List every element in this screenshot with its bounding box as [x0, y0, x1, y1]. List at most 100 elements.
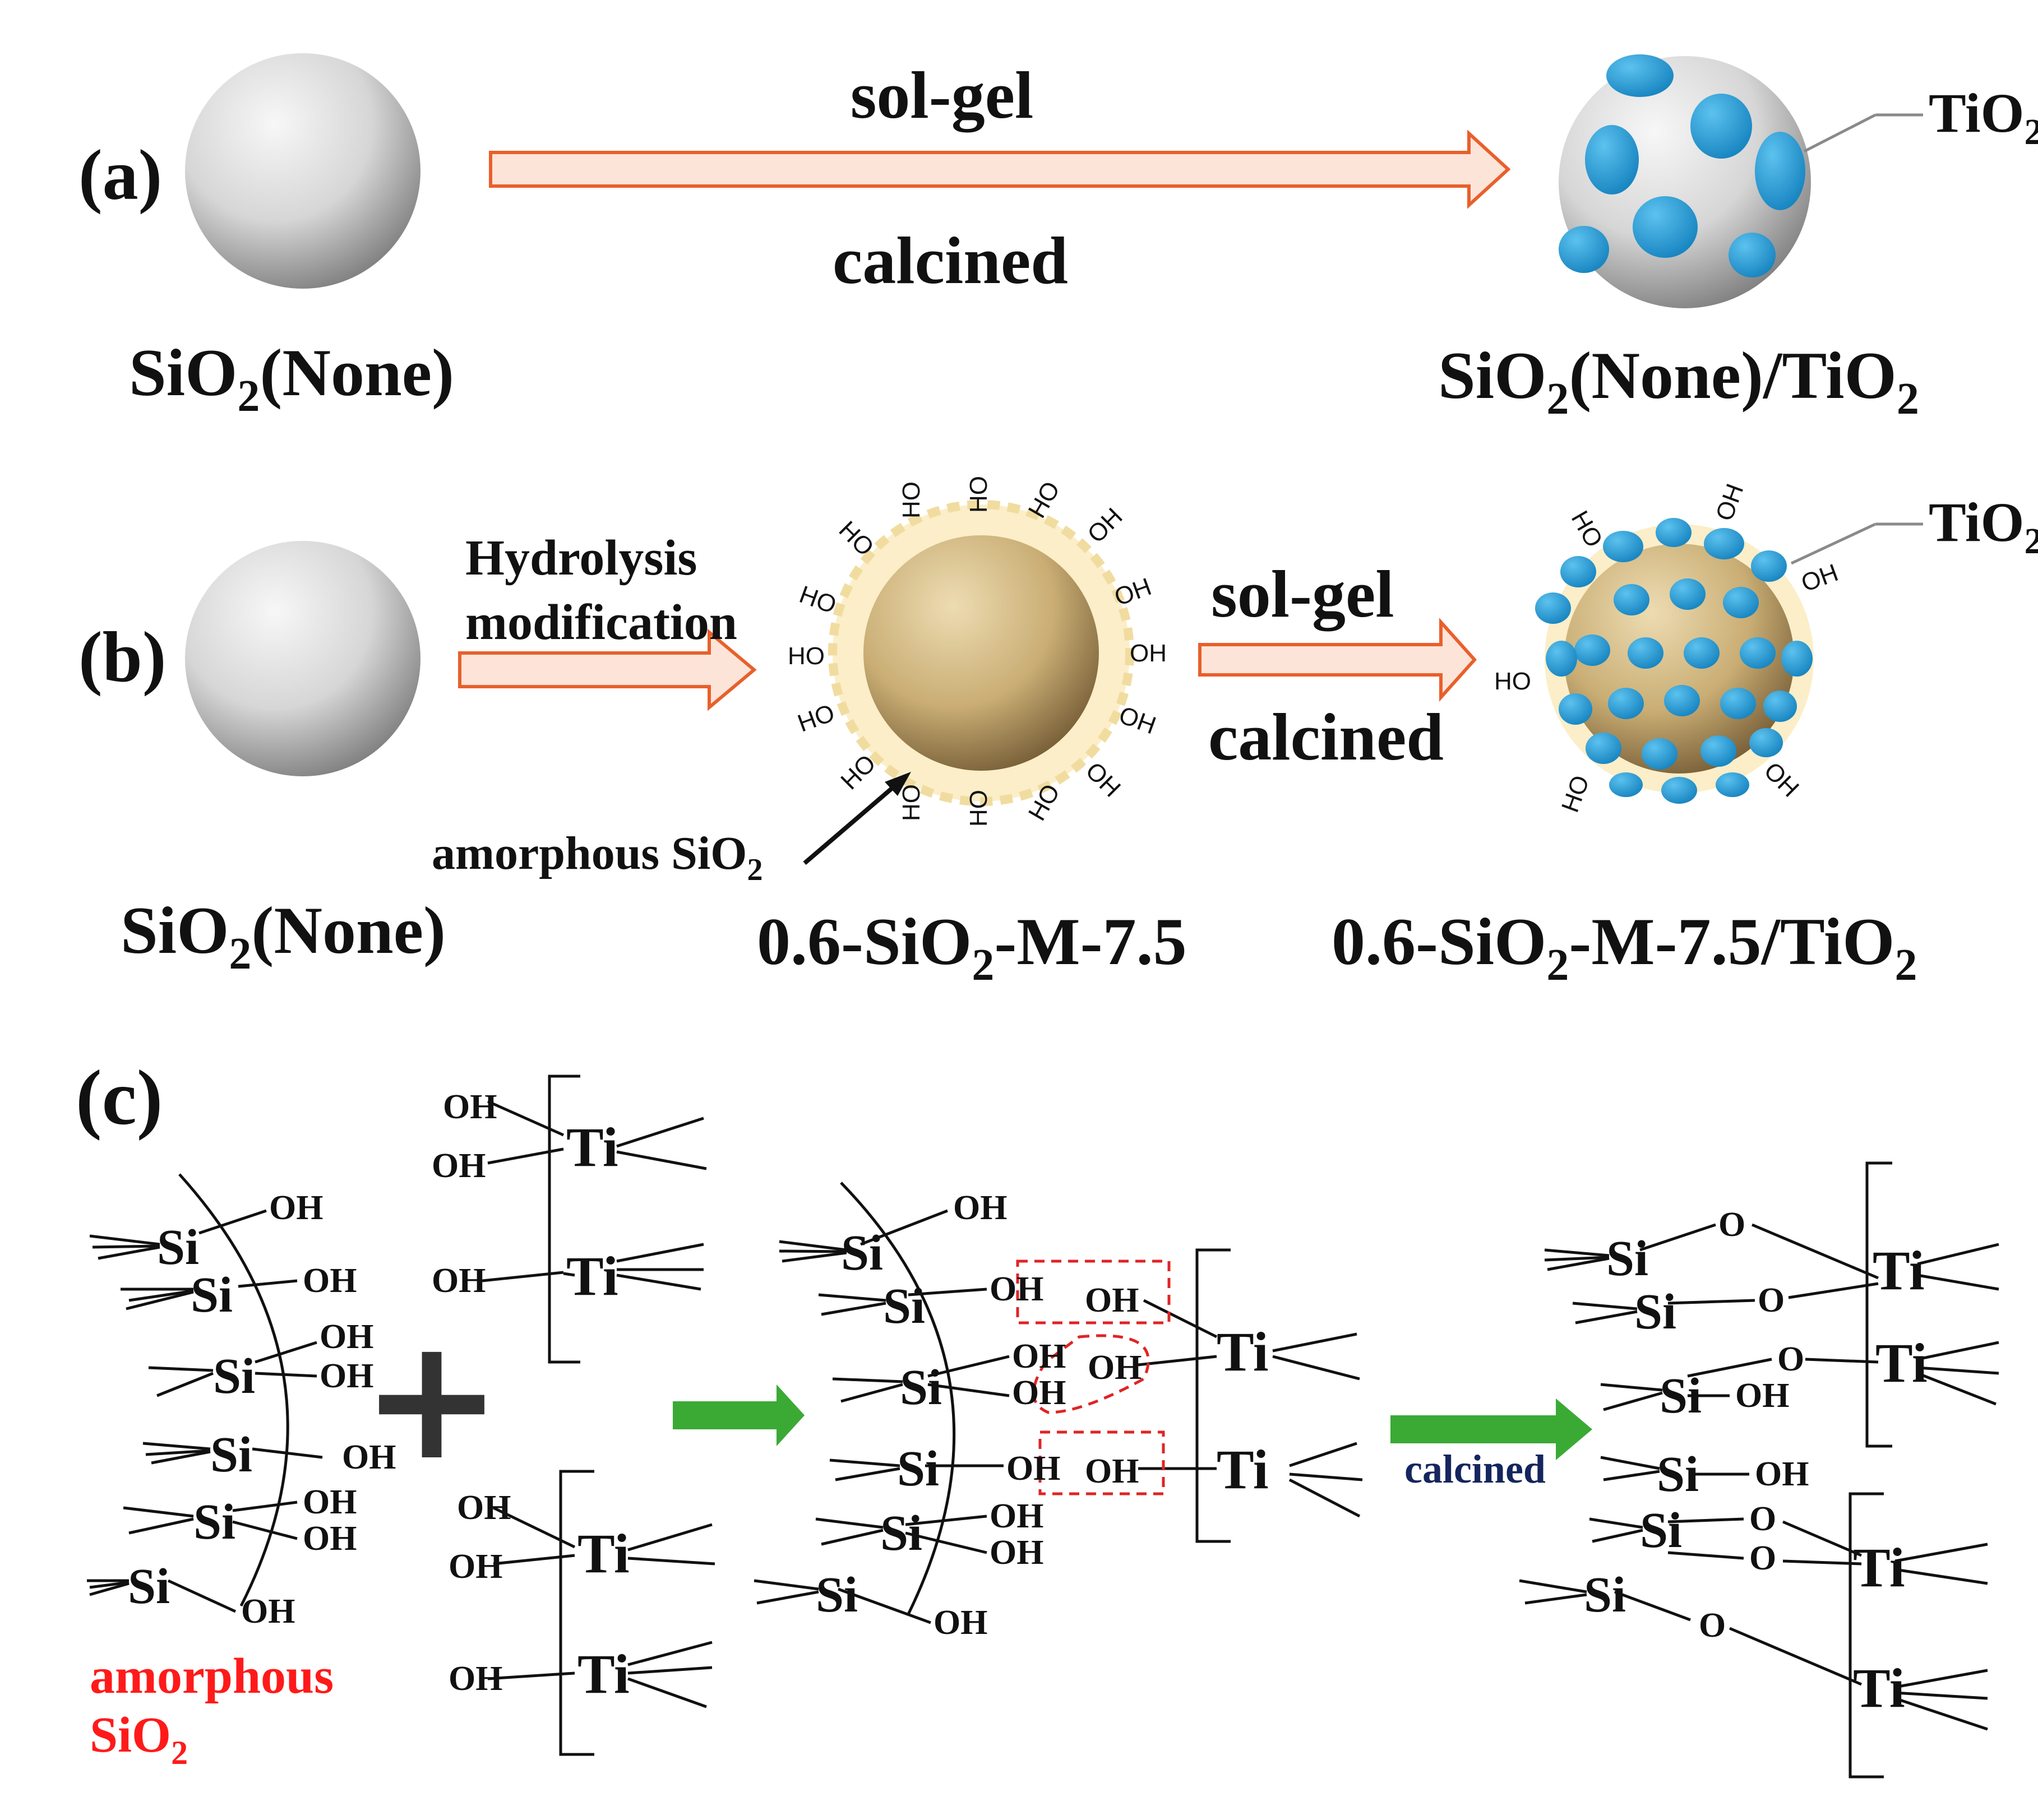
oxygen-bridge: O	[1699, 1606, 1726, 1645]
tio2-particle	[1763, 691, 1797, 722]
tio2-particle	[1740, 637, 1776, 669]
hydroxyl-label: HO	[788, 642, 825, 670]
tio2-particle	[1559, 693, 1592, 725]
hbond-loop	[1032, 1334, 1150, 1414]
ti-precursor-bottom: OH OH OH Ti Ti	[449, 1470, 715, 1756]
amorphous-pointer-head	[885, 772, 911, 796]
step-calcined-a: calcined	[833, 223, 1068, 298]
sio2-surface-curve	[840, 1182, 956, 1615]
tio2-particle	[1781, 641, 1813, 677]
step-sol-gel-a: sol-gel	[851, 58, 1034, 133]
panel-a-label: (a)	[78, 135, 162, 215]
tio2-particle	[1661, 777, 1697, 804]
oh-group: OH	[303, 1262, 357, 1300]
si-atom: Si	[191, 1267, 233, 1323]
tio2-particle	[1546, 641, 1577, 677]
oh-group: OH	[953, 1189, 1007, 1227]
oh-group: OH	[443, 1088, 497, 1126]
oh-group: OH	[241, 1592, 295, 1631]
panel-b-label: (b)	[78, 617, 166, 697]
tio2-particle	[1633, 196, 1698, 258]
si-atom: Si	[1657, 1447, 1699, 1502]
hbond-highlight-boxes	[1016, 1259, 1171, 1495]
tio2-particle	[1609, 772, 1643, 797]
sio2-tio2-composite-a	[1559, 54, 1811, 308]
oh-group: OH	[320, 1357, 373, 1395]
hydroxyl-label: OH	[1130, 640, 1167, 667]
tio2-particle	[1664, 685, 1700, 716]
hydroxyl-label: OH	[1759, 757, 1804, 802]
oh-group: OH	[303, 1520, 357, 1558]
amorphous-sio2-red-line1: amorphous	[90, 1648, 334, 1704]
tio2-particle	[1755, 132, 1805, 210]
oh-group: OH	[933, 1604, 987, 1642]
plus-sign: +	[361, 1302, 502, 1497]
oh-group: OH	[1088, 1349, 1142, 1387]
hydroxyl-label: HO	[796, 581, 840, 619]
process-arrow-a	[489, 129, 1511, 209]
oxygen-bridge: O	[1749, 1539, 1776, 1577]
tio2-particle	[1670, 578, 1706, 610]
si-atom: Si	[210, 1427, 252, 1483]
reaction-arrow-green	[673, 1384, 805, 1446]
tio2-particle	[1656, 518, 1692, 547]
silanol-surface-left: Si Si Si Si Si Si OH OH OH OH OH OH OH O…	[87, 1173, 396, 1771]
hydroxyl-label: OH	[1711, 480, 1749, 525]
hydroxyl-label: HO	[965, 790, 992, 827]
oh-group: OH	[1735, 1377, 1789, 1415]
tio2-callout-a: TiO2	[1929, 82, 2038, 152]
ti-bottom-labels: OH OH OH Ti Ti	[449, 1489, 630, 1705]
step-calcined-b: calcined	[1208, 700, 1444, 774]
si-atom: Si	[1660, 1368, 1702, 1424]
oh-group: OH	[1012, 1374, 1066, 1412]
si-o-ti-product: Si Si Si Si Si Si O O O O O O OH OH Ti T…	[1519, 1161, 1999, 1779]
hydroxyl-label: HO	[965, 476, 992, 513]
si-atom: Si	[157, 1220, 199, 1275]
tio2-particle	[1720, 688, 1756, 719]
tio2-particle	[1614, 584, 1649, 615]
tio2-particle	[1684, 637, 1720, 669]
tio2-particle	[1642, 738, 1677, 770]
oh-group: OH	[990, 1497, 1043, 1535]
hydroxyl-label: HO	[898, 481, 925, 518]
oh-group: OH	[269, 1189, 323, 1227]
tio2-particle	[1704, 528, 1744, 559]
tio2-particle	[1560, 556, 1596, 587]
hydroxyl-label: HO	[1566, 506, 1608, 552]
calcination-arrow-green	[1390, 1398, 1592, 1460]
ti-atom: Ti	[1853, 1657, 1905, 1719]
panel-a: (a) sol-gel calcined TiO2 SiO2(None) SiO…	[78, 53, 2038, 424]
product-labels: Si Si Si Si Si Si O O O O O O OH OH Ti T…	[1584, 1206, 1928, 1719]
oh-group: OH	[449, 1660, 502, 1698]
tio2-particle	[1603, 531, 1643, 562]
amorphous-pointer	[803, 777, 904, 865]
sio2-none-sphere-b	[185, 541, 420, 776]
si-atom: Si	[1584, 1567, 1626, 1623]
modified-sphere	[828, 500, 1134, 806]
tio2-particle	[1700, 735, 1736, 767]
oh-group: OH	[303, 1483, 357, 1521]
oh-group: OH	[432, 1147, 486, 1185]
oh-group: OH	[449, 1548, 502, 1586]
intermediate-structure: Si Si Si Si Si Si OH OH OH OH OH OH OH O…	[754, 1182, 1363, 1642]
tio2-particle	[1723, 587, 1759, 618]
ti-atom: Ti	[1853, 1536, 1905, 1599]
oh-group: OH	[990, 1534, 1043, 1572]
process-arrow-b2	[1198, 618, 1477, 702]
oxygen-bridge: O	[1758, 1281, 1785, 1319]
tio2-particle	[1608, 688, 1644, 719]
ti-atom: Ti	[577, 1643, 630, 1705]
sio2-none-label-b: SiO2(None)	[121, 893, 446, 979]
tio2-particle	[1690, 94, 1752, 159]
step-hydrolysis: Hydrolysis	[465, 530, 697, 586]
ti-atom: Ti	[1217, 1438, 1269, 1501]
ti-atom: Ti	[577, 1522, 630, 1585]
hydroxyl-label: OH	[1797, 559, 1842, 598]
oh-group: OH	[1085, 1281, 1139, 1319]
oh-group: OH	[990, 1270, 1043, 1308]
tio2-pointer-b	[1790, 522, 1877, 565]
hbond-box	[1016, 1259, 1171, 1325]
oh-group: OH	[1006, 1449, 1060, 1488]
si-atom: Si	[883, 1279, 925, 1334]
oh-group: OH	[1755, 1455, 1809, 1493]
